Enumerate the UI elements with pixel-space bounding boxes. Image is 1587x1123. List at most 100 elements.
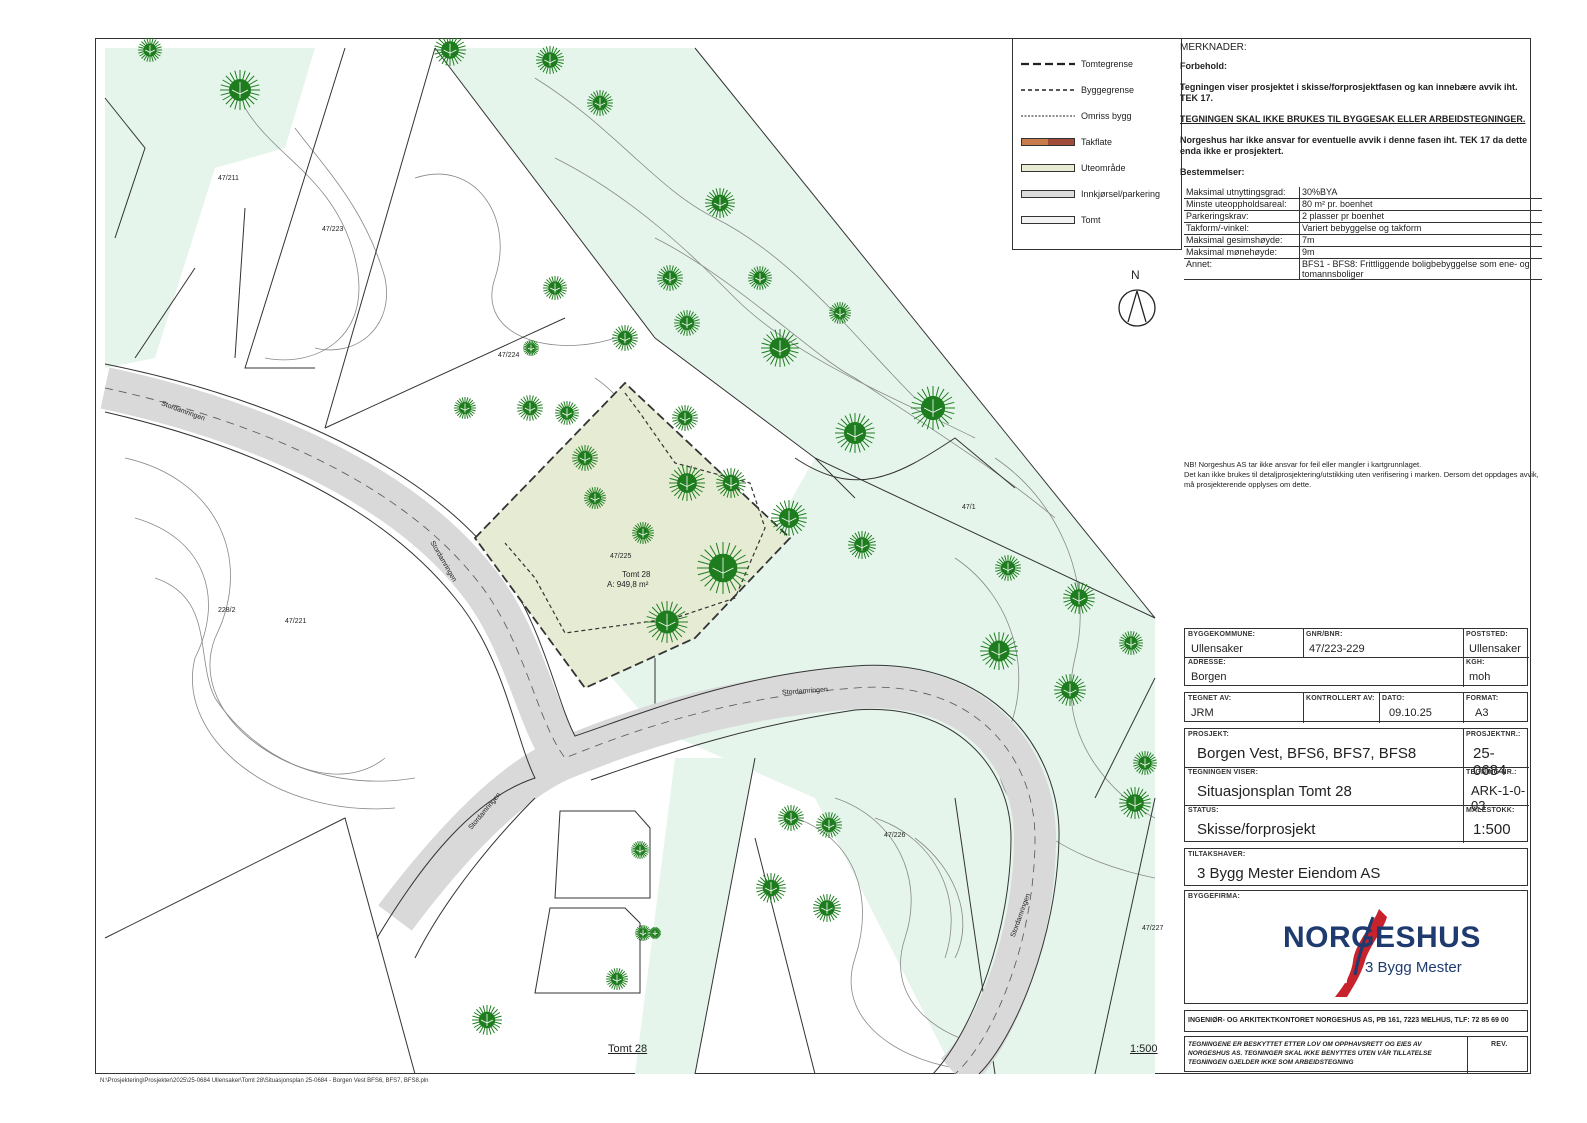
prosjekt: Borgen Vest, BFS6, BFS7, BFS8 xyxy=(1197,745,1417,762)
legend: Tomtegrense Byggegrense Omriss bygg Takf… xyxy=(1012,38,1182,250)
poststed: Ullensaker xyxy=(1469,643,1521,655)
byggekommune: Ullensaker xyxy=(1191,643,1243,655)
legend-item: Tomt xyxy=(1021,213,1101,227)
gnr-bnr: 47/223-229 xyxy=(1309,643,1365,655)
regulation-row: Minste uteoppholdsareal:80 m² pr. boenhe… xyxy=(1184,198,1542,211)
trees xyxy=(138,38,1157,1035)
tree-icon xyxy=(716,468,746,498)
regulation-row: Maksimal mønehøyde:9m xyxy=(1184,246,1542,259)
tree-icon xyxy=(669,465,705,501)
tree-icon xyxy=(771,500,807,536)
north-label: N xyxy=(1131,268,1140,282)
tree-icon xyxy=(705,188,735,218)
bestemmelser-title: Bestemmelser: xyxy=(1180,167,1245,177)
north-arrow-icon xyxy=(1118,289,1156,327)
legend-item: Takflate xyxy=(1021,135,1112,149)
tree-icon xyxy=(1119,631,1143,655)
tree-icon xyxy=(835,413,875,453)
tree-icon xyxy=(587,90,613,116)
kgh: moh xyxy=(1469,671,1491,683)
note-paragraph: Tegningen viser prosjektet i skisse/forp… xyxy=(1180,82,1518,103)
tree-icon xyxy=(517,395,543,421)
tegning-nr: ARK-1-0-03 xyxy=(1471,783,1526,813)
parcel-label: 228/2 xyxy=(218,607,236,614)
tree-icon xyxy=(697,542,749,594)
tree-icon xyxy=(829,302,851,324)
tree-icon xyxy=(606,968,628,990)
format: A3 xyxy=(1475,707,1489,719)
dato: 09.10.25 xyxy=(1389,707,1432,719)
parcel-label: 47/227 xyxy=(1142,925,1164,932)
tree-icon xyxy=(472,1005,502,1035)
legend-item: Tomtegrense xyxy=(1021,57,1133,71)
tree-icon xyxy=(761,329,799,367)
tree-icon xyxy=(454,397,476,419)
tree-icon xyxy=(434,38,466,66)
tree-icon xyxy=(632,522,654,544)
note-paragraph: Norgeshus har ikke ansvar for eventuelle… xyxy=(1180,135,1528,156)
tree-icon xyxy=(1063,582,1095,614)
drawing-frame xyxy=(95,38,1531,1074)
tree-icon xyxy=(756,873,786,903)
line-swatch-icon xyxy=(1021,62,1075,66)
titleblock-company: BYGGEFIRMA: NORGESHUS 3 Bygg Mester xyxy=(1184,890,1528,1004)
road-fill-west xyxy=(378,738,574,931)
tree-icon xyxy=(657,265,683,291)
building-line xyxy=(504,392,766,634)
tree-icon xyxy=(220,70,260,110)
tiltakshaver: 3 Bygg Mester Eiendom AS xyxy=(1197,865,1381,882)
tree-icon xyxy=(631,841,649,859)
notes-panel: MERKNADER: Forbehold: Tegningen viser pr… xyxy=(1180,38,1530,598)
plot-name: Tomt 28 xyxy=(622,570,651,579)
adresse: Borgen xyxy=(1191,671,1227,683)
regulation-row: Maksimal utnyttingsgrad:30%BYA xyxy=(1184,187,1542,199)
parcel-label: 47/226 xyxy=(884,832,906,839)
fill-swatch-icon xyxy=(1021,216,1075,224)
logo-main: NORGESHUS xyxy=(1283,921,1481,954)
tree-icon xyxy=(612,325,638,351)
regulation-row: Maksimal gesimshøyde:7m xyxy=(1184,234,1542,247)
regulation-row: Parkeringskrav:2 plasser pr boenhet xyxy=(1184,210,1542,223)
note-warning: TEGNINGEN SKAL IKKE BRUKES TIL BYGGESAK … xyxy=(1180,114,1526,124)
titleblock-owner: TILTAKSHAVER: 3 Bygg Mester Eiendom AS xyxy=(1184,848,1528,886)
tree-icon xyxy=(778,805,804,831)
tree-icon xyxy=(543,276,567,300)
status: Skisse/forprosjekt xyxy=(1197,821,1316,838)
tree-icon xyxy=(649,927,661,939)
tree-icon xyxy=(536,46,564,74)
norgeshus-logo-icon xyxy=(1335,909,1387,997)
prosjektnr: 25-0684 xyxy=(1473,745,1507,779)
tree-icon xyxy=(911,386,955,430)
malestokk: 1:500 xyxy=(1473,821,1511,838)
tegnet-av: JRM xyxy=(1191,707,1214,719)
legend-item: Uteområde xyxy=(1021,161,1126,175)
tree-icon xyxy=(1054,674,1086,706)
tree-icon xyxy=(980,632,1018,670)
fill-swatch-icon xyxy=(1021,190,1075,198)
parcel-label: 47/225 xyxy=(610,553,632,560)
tree-icon xyxy=(646,601,688,643)
plot-area: A: 949,8 m² xyxy=(607,580,649,589)
tree-icon xyxy=(674,310,700,336)
logo-sub: 3 Bygg Mester xyxy=(1365,959,1462,976)
tree-icon xyxy=(813,894,841,922)
legend-item: Byggegrense xyxy=(1021,83,1134,97)
tree-icon xyxy=(748,266,772,290)
office-info: INGENIØR- OG ARKITEKTKONTORET NORGESHUS … xyxy=(1184,1010,1528,1032)
titleblock-location: BYGGEKOMMUNE: Ullensaker GNR/BNR: 47/223… xyxy=(1184,628,1529,687)
regulation-row: Takform/-vinkel:Variert bebyggelse og ta… xyxy=(1184,222,1542,235)
notes-title: MERKNADER: xyxy=(1180,42,1247,53)
tree-icon xyxy=(1133,751,1157,775)
green-area-south xyxy=(635,758,755,1074)
fill-swatch-icon xyxy=(1021,164,1075,172)
regulation-row: Annet:BFS1 - BFS8: Frittliggende boligbe… xyxy=(1184,258,1542,280)
drawing-title: Tomt 28 xyxy=(608,1043,648,1055)
tree-icon xyxy=(848,531,876,559)
drawing-scale: 1:500 xyxy=(1130,1043,1158,1055)
tree-icon xyxy=(816,812,842,838)
parcel-label: 47/211 xyxy=(218,175,239,182)
titleblock-project: PROSJEKT: Borgen Vest, BFS6, BFS7, BFS8 … xyxy=(1184,728,1529,843)
tree-icon xyxy=(584,487,606,509)
tree-icon xyxy=(555,401,579,425)
